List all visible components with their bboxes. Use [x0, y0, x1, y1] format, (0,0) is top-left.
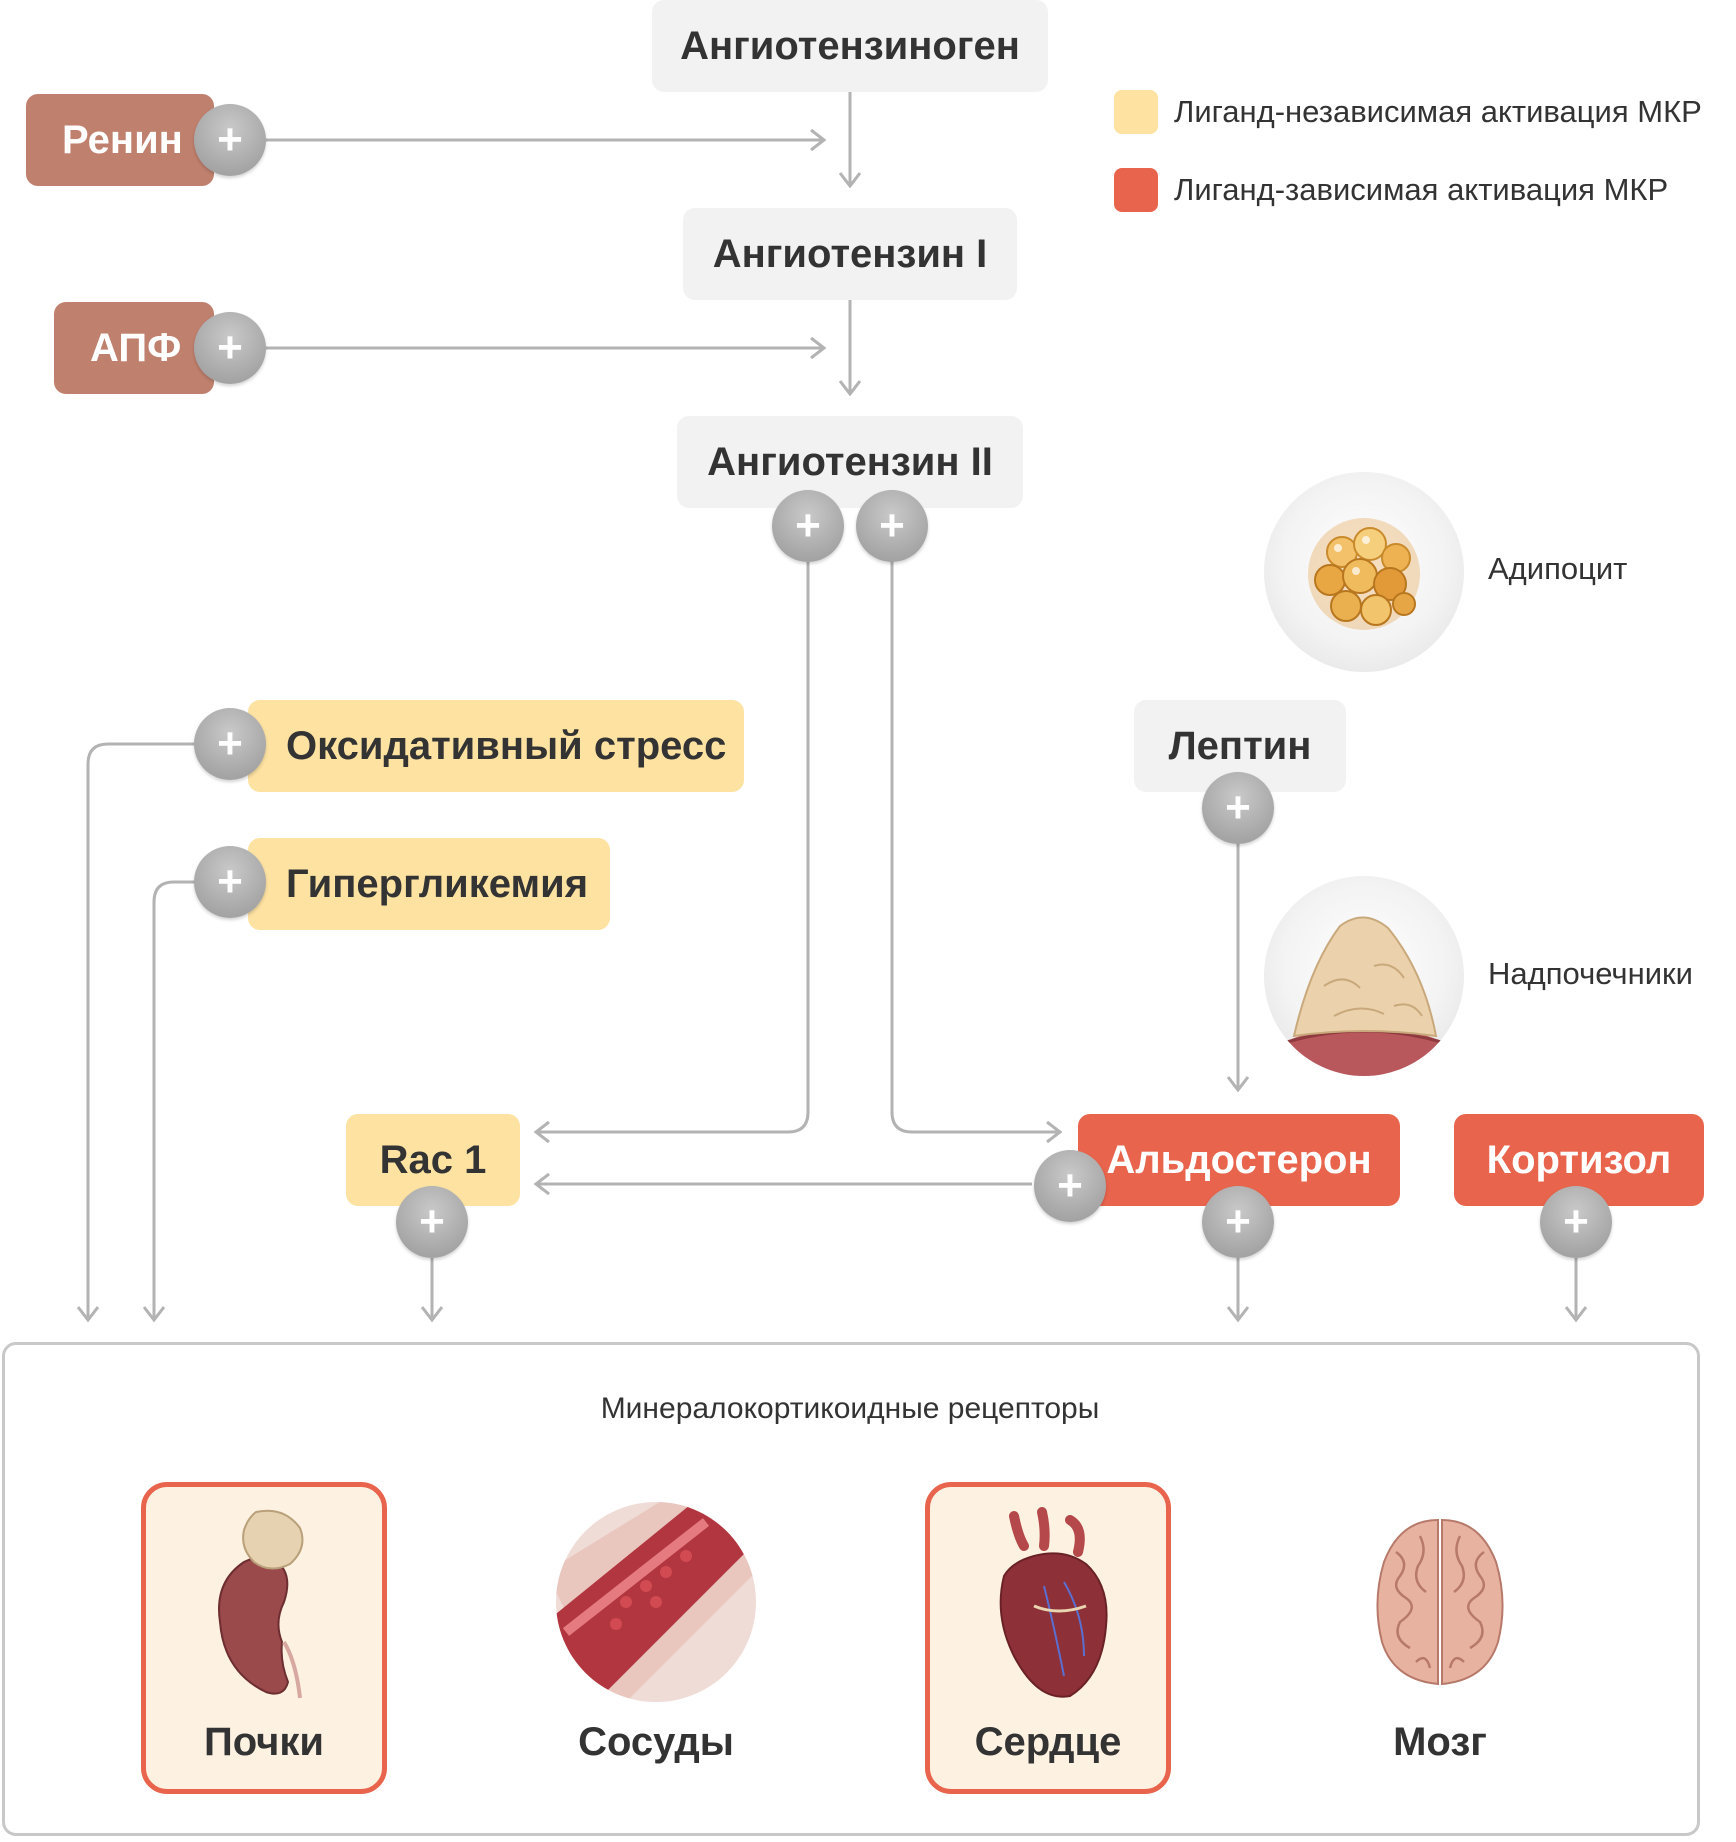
plus-icon: + — [194, 846, 266, 918]
node-angiotensinogen: Ангиотензиноген — [652, 0, 1048, 92]
plus-icon: + — [194, 708, 266, 780]
brain-icon — [1376, 1518, 1504, 1686]
adrenal-image — [1264, 876, 1464, 1076]
organ-name-heart: Сердце — [974, 1720, 1122, 1764]
plus-icon: + — [856, 490, 928, 562]
hyperglycemia-label: Гипергликемия — [286, 861, 589, 906]
renin-label: Ренин — [62, 117, 183, 162]
legend-swatch-ligand-dependent — [1114, 168, 1158, 212]
adipocyte-image — [1264, 472, 1464, 672]
arrow-oxidative-to-receptors — [88, 742, 196, 1320]
adrenal-label: Надпочечники — [1488, 956, 1693, 991]
ace-label: АПФ — [90, 325, 182, 370]
arrow-a2-to-rac1 — [536, 560, 810, 1132]
organ-name-brain: Мозг — [1393, 1720, 1487, 1764]
heart-icon — [999, 1507, 1108, 1698]
receptors-title: Минералокортикоидные рецепторы — [600, 1392, 1100, 1425]
plus-icon: + — [1540, 1186, 1612, 1258]
organ-name-vessels: Сосуды — [578, 1720, 734, 1764]
node-renin: Ренин — [26, 94, 214, 186]
adrenal-gland-icon — [1273, 916, 1455, 1076]
legend-label-ligand-dependent: Лиганд-зависимая активация МКР — [1174, 172, 1669, 207]
plus-icon: + — [772, 490, 844, 562]
plus-icon: + — [1034, 1150, 1106, 1222]
node-angiotensin-2: Ангиотензин II — [677, 416, 1023, 508]
node-oxidative-stress: Оксидативный стресс — [248, 700, 744, 792]
legend-swatch-ligand-independent — [1114, 90, 1158, 134]
plus-icon: + — [396, 1186, 468, 1258]
arrow-a2-to-aldosterone — [890, 560, 1060, 1132]
node-angiotensin-1: Ангиотензин I — [683, 208, 1017, 300]
plus-icon: + — [1202, 1186, 1274, 1258]
adipocyte-icon — [1308, 518, 1420, 630]
adipocyte-label: Адипоцит — [1488, 551, 1628, 586]
plus-icon: + — [194, 312, 266, 384]
node-ace: АПФ — [54, 302, 214, 394]
vessel-icon — [556, 1502, 756, 1702]
organ-name-kidney: Почки — [203, 1720, 325, 1764]
arrow-hyperglycemia-to-receptors — [154, 880, 196, 1320]
plus-icon: + — [194, 104, 266, 176]
receptors-panel — [2, 1342, 1700, 1836]
oxidative-stress-label: Оксидативный стресс — [286, 723, 727, 768]
node-hyperglycemia: Гипергликемия — [248, 838, 610, 930]
legend-label-ligand-independent: Лиганд-независимая активация МКР — [1174, 94, 1702, 129]
kidney-icon — [218, 1509, 304, 1699]
plus-icon: + — [1202, 772, 1274, 844]
